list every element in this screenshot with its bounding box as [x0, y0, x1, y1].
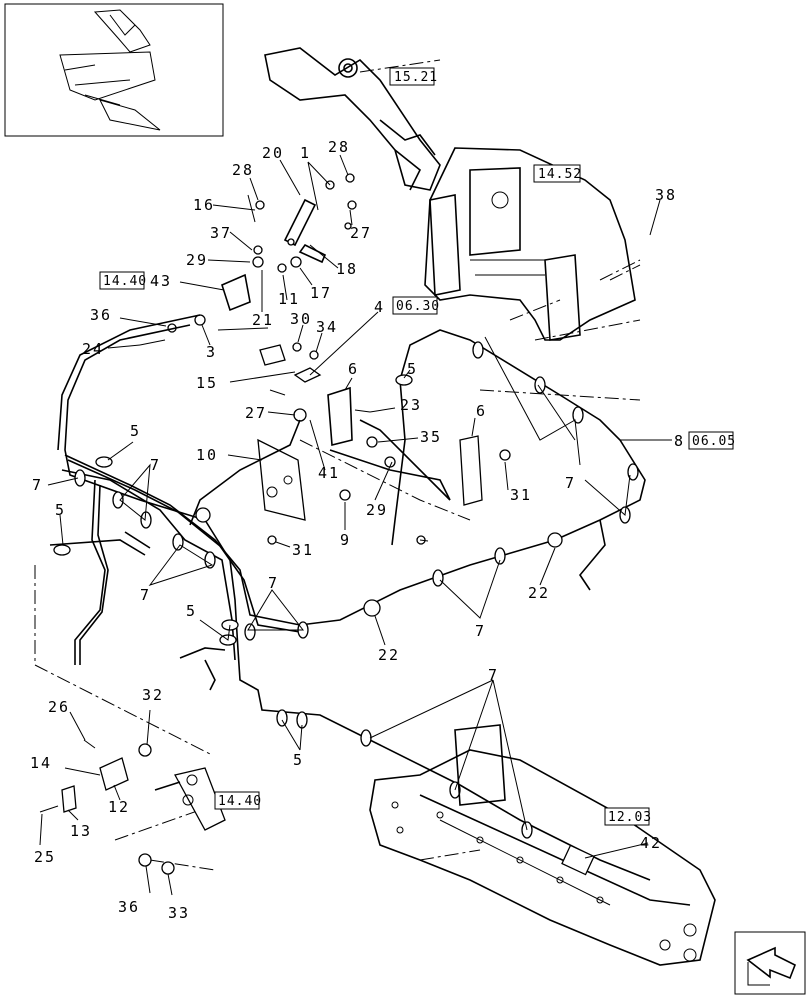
callout-29-upper: 29 [186, 251, 208, 269]
ref-14-40-bottom: 14.40 [214, 791, 262, 810]
callout-7-right: 7 [565, 474, 576, 492]
callout-37: 37 [210, 224, 232, 242]
callout-43: 43 [150, 272, 172, 290]
callout-32: 32 [142, 686, 164, 704]
callout-23: 23 [400, 396, 422, 414]
main-frame [424, 147, 641, 341]
callout-26: 26 [48, 698, 70, 716]
ref-06-05-text: 06.05 [692, 434, 736, 449]
callout-24: 24 [82, 340, 104, 358]
callout-8: 8 [674, 432, 685, 450]
callout-6-right: 6 [476, 402, 487, 420]
callout-7-beam: 7 [488, 666, 499, 684]
callout-9: 9 [340, 531, 351, 549]
upper-hardware [139, 173, 511, 545]
callout-7-lower-right: 7 [475, 622, 486, 640]
callout-6-left: 6 [348, 360, 359, 378]
callout-29-middle: 29 [366, 501, 388, 519]
callout-22-center: 22 [378, 646, 400, 664]
callout-13: 13 [70, 822, 92, 840]
callout-18: 18 [336, 260, 358, 278]
callout-34: 34 [316, 318, 338, 336]
callout-41: 41 [318, 464, 340, 482]
ref-14-40-top: 14.40 [99, 271, 147, 290]
callout-7-lower-left: 7 [140, 586, 151, 604]
callout-27-upper: 27 [350, 224, 372, 242]
callout-5-far-left: 5 [55, 501, 66, 519]
callout-15: 15 [196, 374, 218, 392]
ref-14-40-top-text: 14.40 [103, 274, 147, 289]
callout-5-lower-left: 5 [186, 602, 197, 620]
callout-11: 11 [278, 290, 300, 308]
callout-5-upper: 5 [407, 360, 418, 378]
leader-lines [39, 154, 672, 896]
callout-31-left: 31 [292, 541, 314, 559]
ref-14-40-bottom-text: 14.40 [218, 794, 262, 809]
reference-boxes: 15.21 14.52 14.40 06.30 06.05 14.40 12.0… [99, 67, 736, 826]
callout-12: 12 [108, 798, 130, 816]
callout-28-upper-right: 28 [328, 138, 350, 156]
ref-14-52-text: 14.52 [538, 167, 582, 182]
callout-14: 14 [30, 754, 52, 772]
callout-1: 1 [300, 144, 311, 162]
assembly-dashed-lines [34, 264, 641, 871]
overview-thumbnail [4, 3, 224, 137]
ref-06-05: 06.05 [688, 431, 736, 450]
callout-17: 17 [310, 284, 332, 302]
callout-7-left: 7 [150, 456, 161, 474]
ref-06-30: 06.30 [392, 296, 440, 315]
navigation-arrow[interactable] [734, 931, 806, 995]
callout-42: 42 [640, 834, 662, 852]
ref-12-03: 12.03 [604, 807, 652, 826]
callout-5-beam: 5 [293, 751, 304, 769]
callout-5-left: 5 [130, 422, 141, 440]
callout-38: 38 [655, 186, 677, 204]
callout-7-center: 7 [268, 574, 279, 592]
ref-14-52: 14.52 [533, 164, 582, 183]
callout-36-lower: 36 [118, 898, 140, 916]
callout-33: 33 [168, 904, 190, 922]
callout-36-upper: 36 [90, 306, 112, 324]
lift-arm-frame [264, 47, 441, 191]
callout-22-right: 22 [528, 584, 550, 602]
line-clamps [53, 341, 639, 839]
callout-27-middle: 27 [245, 404, 267, 422]
callout-35: 35 [420, 428, 442, 446]
callout-3: 3 [206, 343, 217, 361]
ref-15-21-text: 15.21 [394, 70, 438, 85]
callout-21: 21 [252, 311, 274, 329]
callout-16: 16 [193, 196, 215, 214]
ref-06-30-text: 06.30 [396, 299, 440, 314]
callout-20: 20 [262, 144, 284, 162]
lower-beam [369, 724, 716, 966]
ref-12-03-text: 12.03 [608, 810, 652, 825]
callout-31-right: 31 [510, 486, 532, 504]
callout-7-far-left: 7 [32, 476, 43, 494]
callout-10: 10 [196, 446, 218, 464]
callout-28-upper-left: 28 [232, 161, 254, 179]
lower-bracket [39, 739, 226, 875]
callout-numbers: 28 20 1 28 16 27 37 29 18 43 17 11 21 38… [30, 138, 685, 922]
ref-15-21: 15.21 [389, 67, 438, 86]
callout-25: 25 [34, 848, 56, 866]
callout-4: 4 [374, 298, 385, 316]
callout-30: 30 [290, 310, 312, 328]
